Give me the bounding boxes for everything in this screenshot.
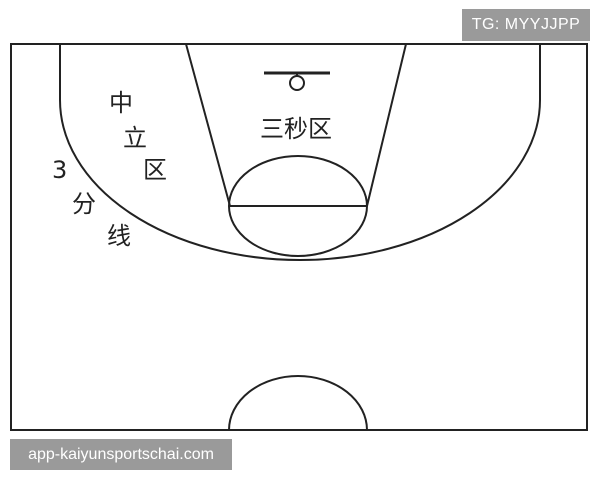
telegram-watermark-badge: TG: MYYJJPP — [462, 9, 590, 41]
court-boundary — [10, 43, 588, 431]
center-circle — [228, 375, 368, 431]
lane-lines — [185, 43, 407, 207]
basket-rim — [289, 75, 305, 91]
site-url-watermark-badge: app-kaiyunsportschai.com — [10, 439, 232, 470]
neutral-zone-char-2: 立 — [123, 124, 147, 152]
neutral-zone-char-3: 区 — [143, 156, 167, 184]
three-point-char-2: 分 — [72, 190, 96, 218]
neutral-zone-char-1: 中 — [109, 89, 133, 117]
three-point-char-1: 3 — [52, 156, 67, 184]
three-point-line — [59, 44, 541, 261]
three-point-char-3: 线 — [107, 222, 131, 250]
three-second-zone-label: 三秒区 — [260, 115, 332, 143]
